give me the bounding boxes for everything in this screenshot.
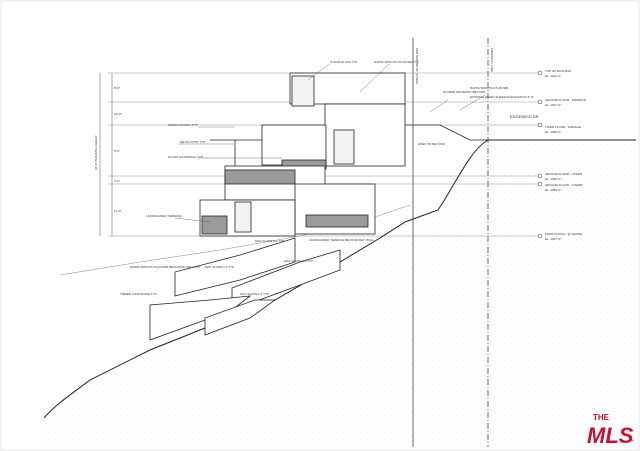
terrace-middle (231, 249, 341, 311)
annotation-clear-glass: CLEAR GLASS TYP (330, 60, 357, 64)
annotation-max-slope: MAX SLOPE 2:1 TYP (205, 265, 234, 269)
second-floor-guardrail (224, 169, 296, 185)
building (199, 72, 406, 237)
terrace-lowest (204, 299, 277, 336)
upper-glazing (333, 129, 355, 165)
dimension-label: 9'-0" (114, 149, 120, 153)
terraces (149, 237, 341, 341)
level-elev: EL. 1067'-0" (545, 237, 561, 241)
annotation-tiered-landscape: TIERED LANDSCAPE TYP (120, 292, 157, 296)
logo-the: THE (593, 413, 610, 422)
dimension-labels: 8'-0" 12'-0" 9'-0" 3'-0" 13'-0" (114, 86, 122, 213)
first-glazing (234, 201, 252, 233)
centerline-label: CENTERLINE OF STREET (415, 48, 419, 85)
level-markers: TOP OF BUILDING EL. 1121'-0" SECOND FLOO… (537, 69, 586, 241)
annotation-white-plaster: WHITE SMOOTH PLASTER TYP (374, 60, 419, 64)
level-name: FIRST FLOOR - @ GRADE (545, 232, 582, 236)
ground-line (43, 139, 636, 419)
logo-trademark: ™ (629, 439, 634, 445)
annotation-max-slope: MAX SLOPE 2:1 TYP (284, 259, 313, 263)
level-name: SECOND FLOOR - TERRACE (545, 98, 586, 102)
annotation-existing-paved: EXISTING PAVED SURFACE ELEVATION 3'-0" (470, 95, 534, 99)
leader-lines (174, 63, 486, 223)
level-elev: EL. 1083'-0" (545, 177, 561, 181)
annotation-terrace-beyond: LANDSCAPED TERRACE BEYOND RET. WALL (309, 238, 375, 242)
level-name: TOP OF BUILDING (545, 69, 572, 73)
level-name: SECOND FLOOR - UPPER (545, 172, 583, 176)
annotation-wood-canopy: WOOD CANOPY TYP (168, 123, 198, 127)
level-elev: EL. 1095'-0" (545, 130, 561, 134)
annotation-metal-post: METAL POST TYP (180, 140, 205, 144)
logo-mls: MLS (587, 423, 634, 448)
annotation-sloped-driveway: SLOPED DRIVEWAY BEYOND (443, 90, 486, 94)
annotation-retaining-wall: WHITE SMOOTH PLASTER RETAINING WALL TYP (130, 265, 201, 269)
height-dimension-label: 36'-0" BUILDING HEIGHT (94, 135, 98, 170)
street-name: EDGEWICK DR. (510, 114, 540, 119)
sloped-driveway (405, 124, 488, 141)
property-line-label: PROPERTY LINE (490, 48, 494, 72)
annotation-landscaped-terrace: LANDSCAPED TERRACE (146, 214, 181, 218)
annotation-max-slope: MAX SLOPE 2:1 TYP (240, 292, 269, 296)
dimension-label: 3'-0" (114, 179, 120, 183)
level-elev: EL. 1121'-0" (545, 74, 561, 78)
dimension-label: 8'-0" (114, 86, 120, 90)
level-name: THIRD FLOOR - GARAGE (545, 125, 581, 129)
annotation-open-to-beyond: OPEN TO BEYOND (418, 142, 446, 146)
dimension-label: 13'-0" (114, 209, 122, 213)
first-guardrail (201, 215, 228, 235)
terrace-volume (261, 124, 327, 166)
annotation-glass-guardrail: GLASS GUARDRAIL TYP (168, 155, 203, 159)
annotation-max-slope: MAX SLOPE 2:1 TYP (255, 239, 284, 243)
top-glazing (291, 75, 315, 107)
lower-guardrail (305, 214, 369, 228)
level-elev: EL. 1107'-0" (545, 103, 561, 107)
level-name: SECOND FLOOR - LOWER (545, 183, 584, 187)
terrace-upper (174, 237, 296, 297)
annotation-white-plaster-right: WHITE SMOOTH PLASTER (470, 86, 509, 90)
mls-logo: THE MLS ™ (587, 413, 634, 448)
dimension-label: 12'-0" (114, 112, 122, 116)
level-elev: EL. 1080'-0" (545, 188, 561, 192)
